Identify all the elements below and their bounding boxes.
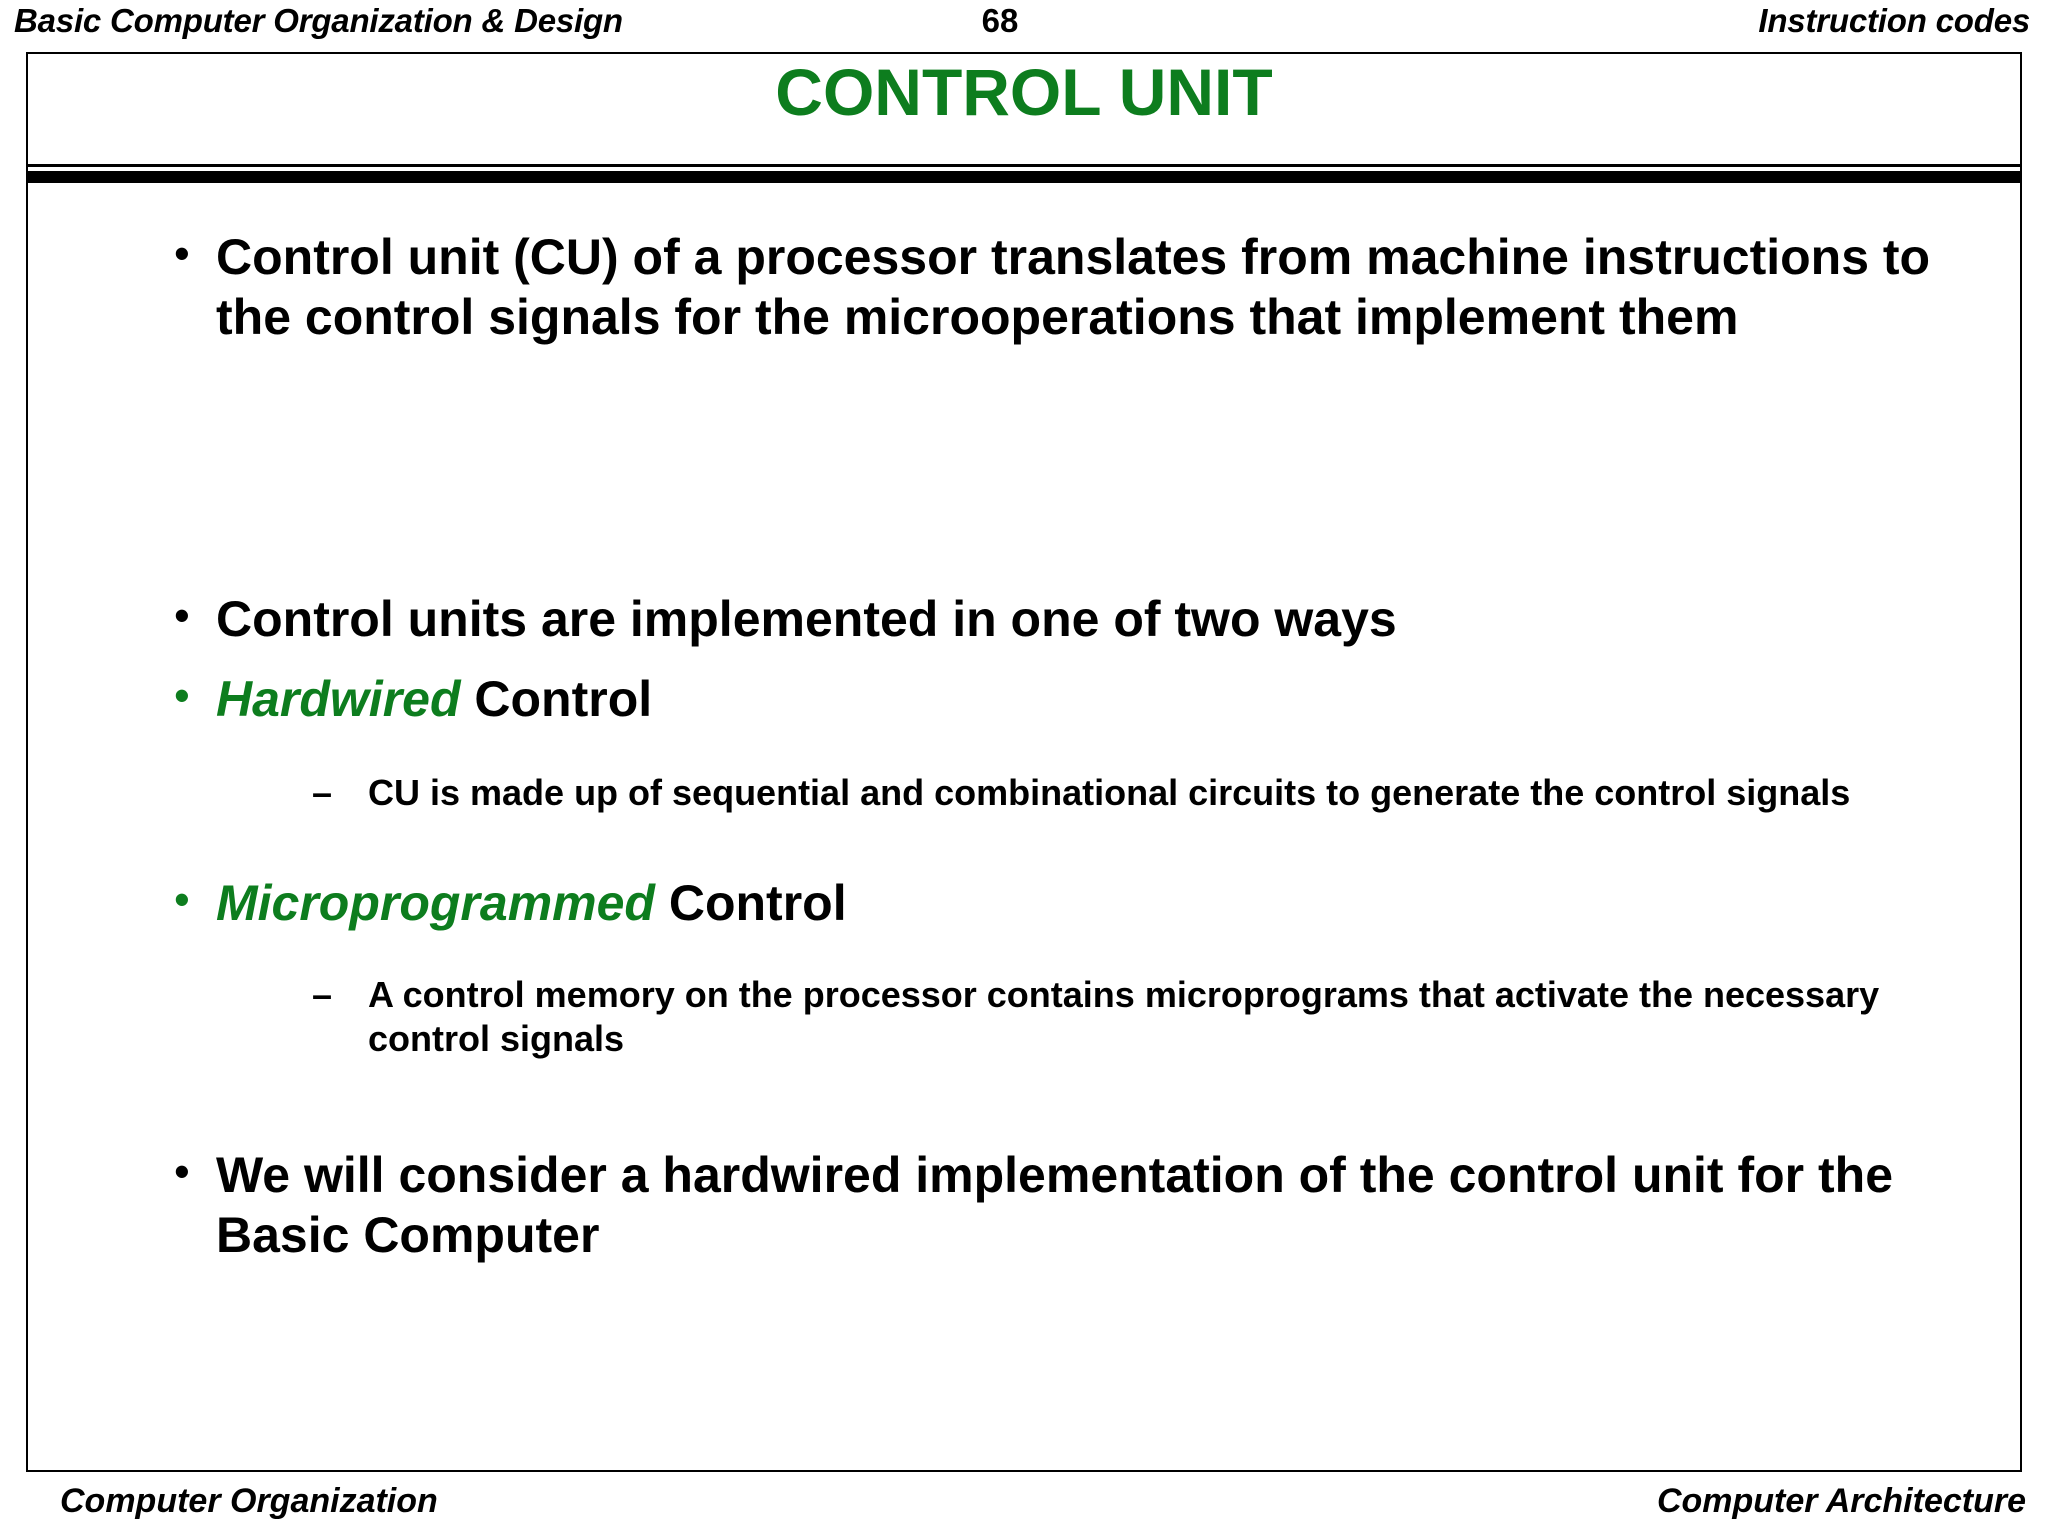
slide-footer: Computer Organization Computer Architect… [0,1478,2048,1536]
header-page-number: 68 [981,2,1019,39]
footer-right-label: Computer Architecture [1656,1482,2026,1520]
bullet-text-tail: Control [654,875,847,931]
bullet-text: Control unit (CU) of a processor transla… [216,229,1931,345]
bullet-dot-icon: • [174,670,190,721]
title-band: CONTROL UNIT [28,54,2020,164]
bullet-item: • Control units are implemented in one o… [174,589,1934,649]
bullet-item-microprogrammed: • Microprogrammed Control [174,873,1934,933]
slide-frame: CONTROL UNIT • Control unit (CU) of a pr… [26,52,2022,1472]
header-course-title: Basic Computer Organization & Design [14,2,623,39]
bullet-text: We will consider a hardwired implementat… [216,1147,1894,1263]
bullet-text: Microprogrammed Control [216,873,847,933]
header-topic: Instruction codes [1758,2,2030,39]
bullet-dot-icon: • [174,590,190,641]
sub-bullet-item: – CU is made up of sequential and combin… [312,771,1952,815]
emphasis-microprogrammed: Microprogrammed [216,875,655,931]
bullet-text-tail: Control [460,671,653,727]
bullet-dot-icon: • [174,228,190,279]
bullet-dot-icon: • [174,1146,190,1197]
title-divider-gap [28,167,2020,171]
title-divider-thick [28,171,2020,183]
sub-bullet-text: A control memory on the processor contai… [368,974,1880,1059]
page-title: CONTROL UNIT [775,55,1273,129]
bullet-dot-icon: • [174,874,190,925]
bullet-item: • Control unit (CU) of a processor trans… [174,227,1934,347]
bullet-dash-icon: – [312,974,333,1015]
bullet-item: • We will consider a hardwired implement… [174,1145,1934,1265]
bullet-dash-icon: – [312,772,333,813]
sub-bullet-item: – A control memory on the processor cont… [312,973,1952,1061]
emphasis-hardwired: Hardwired [216,671,461,727]
slide-body: • Control unit (CU) of a processor trans… [28,183,2020,1470]
slide-header: Basic Computer Organization & Design 68 … [0,0,2048,52]
bullet-text: Control units are implemented in one of … [216,591,1397,647]
bullet-text: Hardwired Control [216,669,652,729]
sub-bullet-text: CU is made up of sequential and combinat… [368,772,1851,813]
title-divider-thin [28,164,2020,167]
footer-left-label: Computer Organization [60,1482,438,1520]
bullet-item-hardwired: • Hardwired Control [174,669,1934,729]
